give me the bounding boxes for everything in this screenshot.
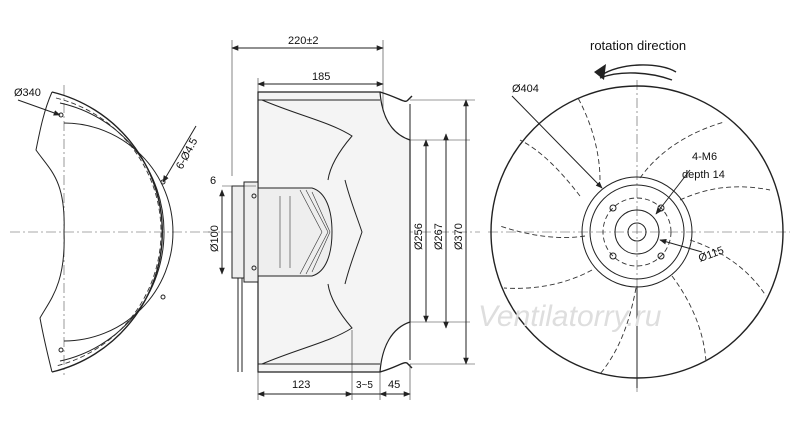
d267-label: Ø267 [433,223,445,250]
motor-screw-1 [251,193,257,199]
front-view: rotation direction [488,38,790,392]
ring-inner-arc [63,122,174,342]
impeller-blades [499,97,771,375]
shaft-circle [627,222,647,242]
d100-label: Ø100 [209,225,221,252]
rotation-direction-label: rotation direction [590,38,686,53]
hub-inner-circle [614,209,660,255]
d370-label: Ø370 [453,223,465,250]
inlet-cone-bottom [379,362,413,373]
rotation-arrow-bottom [599,72,673,81]
thread-depth-label: depth 14 [682,169,725,181]
d340-label: Ø340 [14,87,41,99]
len-123-label: 123 [292,379,310,391]
len-185-label: 185 [312,71,330,83]
motor-cooling-fins [279,189,331,275]
ring-cut-lower [39,231,65,373]
hub-ring [589,184,685,280]
ring-hole-4 [58,347,64,353]
mount-flange [231,185,245,279]
thread-leader [655,169,691,215]
motor-housing [257,187,333,277]
rotation-arrow-top [599,64,677,77]
inlet-ring-view: Ø340 6-Ø4.5 [10,85,210,375]
motor-screw-2 [251,265,257,271]
inlet-cone-top [379,91,413,102]
watermark: Ventilatorry.ru [478,300,662,333]
ring-outer-arc [51,91,163,373]
flange-label: 6 [210,175,216,187]
holes-leader [162,125,197,183]
blade-profile-1 [261,99,353,181]
side-section-view: 220±2 185 [205,35,480,400]
d256-label: Ø256 [413,223,425,250]
d115-label: Ø115 [697,245,726,265]
ring-hole-3 [160,294,166,300]
overall-length-label: 220±2 [288,35,319,47]
len-45-label: 45 [388,379,400,391]
blade-profile-2 [261,283,353,365]
holes-label: 6-Ø4.5 [174,136,200,171]
d340-leader [17,99,61,116]
gap-label: 3~5 [356,380,373,391]
d404-label: Ø404 [512,83,539,95]
hub-bolt-circle [602,197,672,267]
d115-leader [659,239,703,253]
d404-leader [511,95,603,189]
ring-mid-arc [59,102,165,362]
rotation-arrowhead [594,64,606,80]
ring-cut-upper [35,91,65,233]
thread-label: 4-M6 [692,151,717,163]
blade-profile-3 [344,179,363,285]
